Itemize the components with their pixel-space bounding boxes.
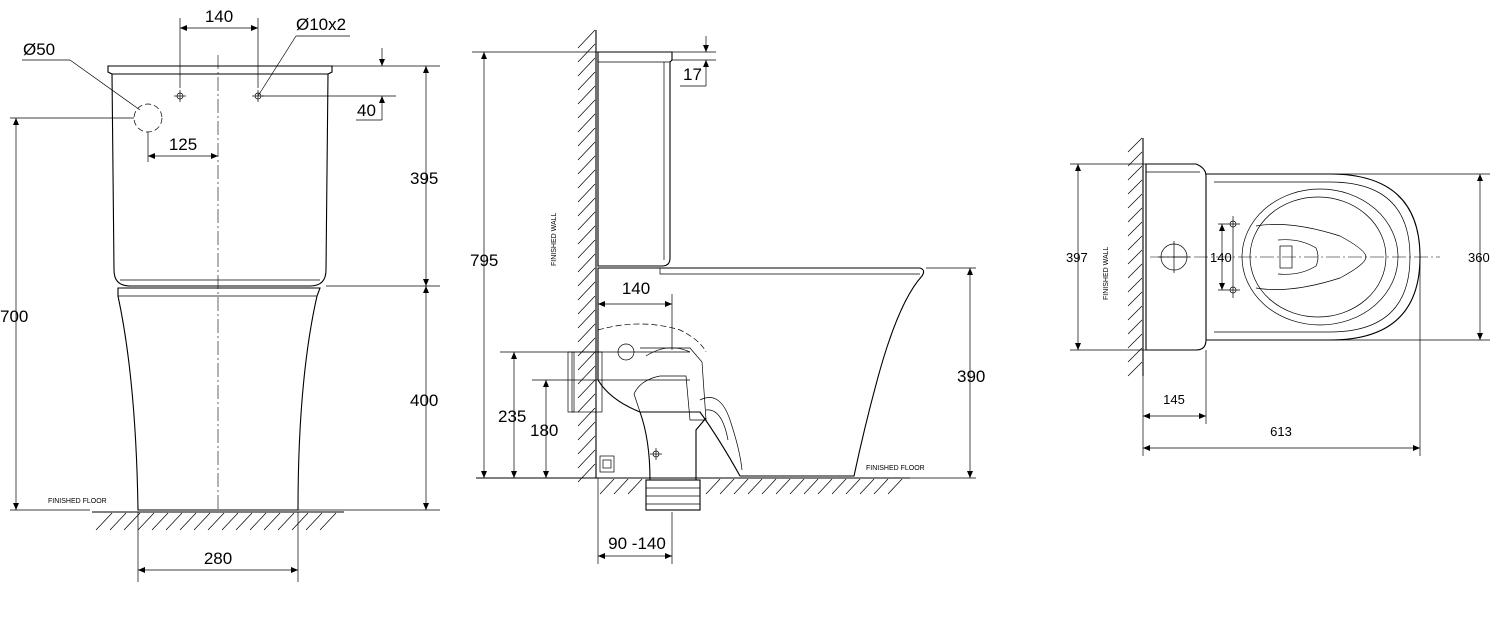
front-floor-label: FINISHED FLOOR bbox=[48, 498, 107, 505]
side-wall-label: FINISHED WALL bbox=[551, 212, 558, 266]
dim-cistern-height: 395 bbox=[410, 169, 438, 188]
dim-total-height: 700 bbox=[0, 307, 28, 326]
dim-top-offset: 40 bbox=[357, 101, 376, 120]
dim-top-width: 360 bbox=[1468, 250, 1490, 265]
dim-inlet-height: 235 bbox=[498, 407, 526, 426]
dim-pan-height: 400 bbox=[410, 391, 438, 410]
side-view: FINISHED WALL bbox=[470, 29, 985, 564]
dim-outlet-range: 90 -140 bbox=[608, 534, 666, 553]
dim-outlet-offset: 140 bbox=[622, 279, 650, 298]
dim-cistern-depth: 145 bbox=[1163, 392, 1185, 407]
dim-side-total-height: 795 bbox=[470, 251, 498, 270]
dim-top-depth: 397 bbox=[1066, 250, 1088, 265]
front-view: 140 Ø10x2 Ø50 125 40 395 400 700 bbox=[0, 7, 440, 582]
dim-lid: 17 bbox=[683, 65, 702, 84]
dim-total-length: 613 bbox=[1270, 424, 1292, 439]
dim-inlet-offset: 125 bbox=[169, 135, 197, 154]
dim-base-width: 280 bbox=[204, 549, 232, 568]
top-wall-label: FINISHED WALL bbox=[1103, 246, 1110, 300]
front-cistern-outline bbox=[107, 65, 333, 287]
dim-fixing-spacing: 140 bbox=[1210, 250, 1232, 265]
front-pan-outline bbox=[117, 287, 321, 511]
dim-outlet-height: 180 bbox=[530, 421, 558, 440]
top-view: FINISHED WALL 140 397 360 bbox=[1066, 137, 1490, 456]
dim-side-pan-height: 390 bbox=[957, 367, 985, 386]
inlet-hole bbox=[133, 103, 163, 133]
dim-inlet: Ø50 bbox=[23, 40, 55, 59]
dim-button-holes: Ø10x2 bbox=[296, 15, 346, 34]
side-cistern-outline bbox=[597, 51, 673, 267]
side-floor-label: FINISHED FLOOR bbox=[866, 465, 925, 472]
side-pan-outline bbox=[597, 267, 925, 477]
dim-hole-spacing: 140 bbox=[205, 7, 233, 26]
